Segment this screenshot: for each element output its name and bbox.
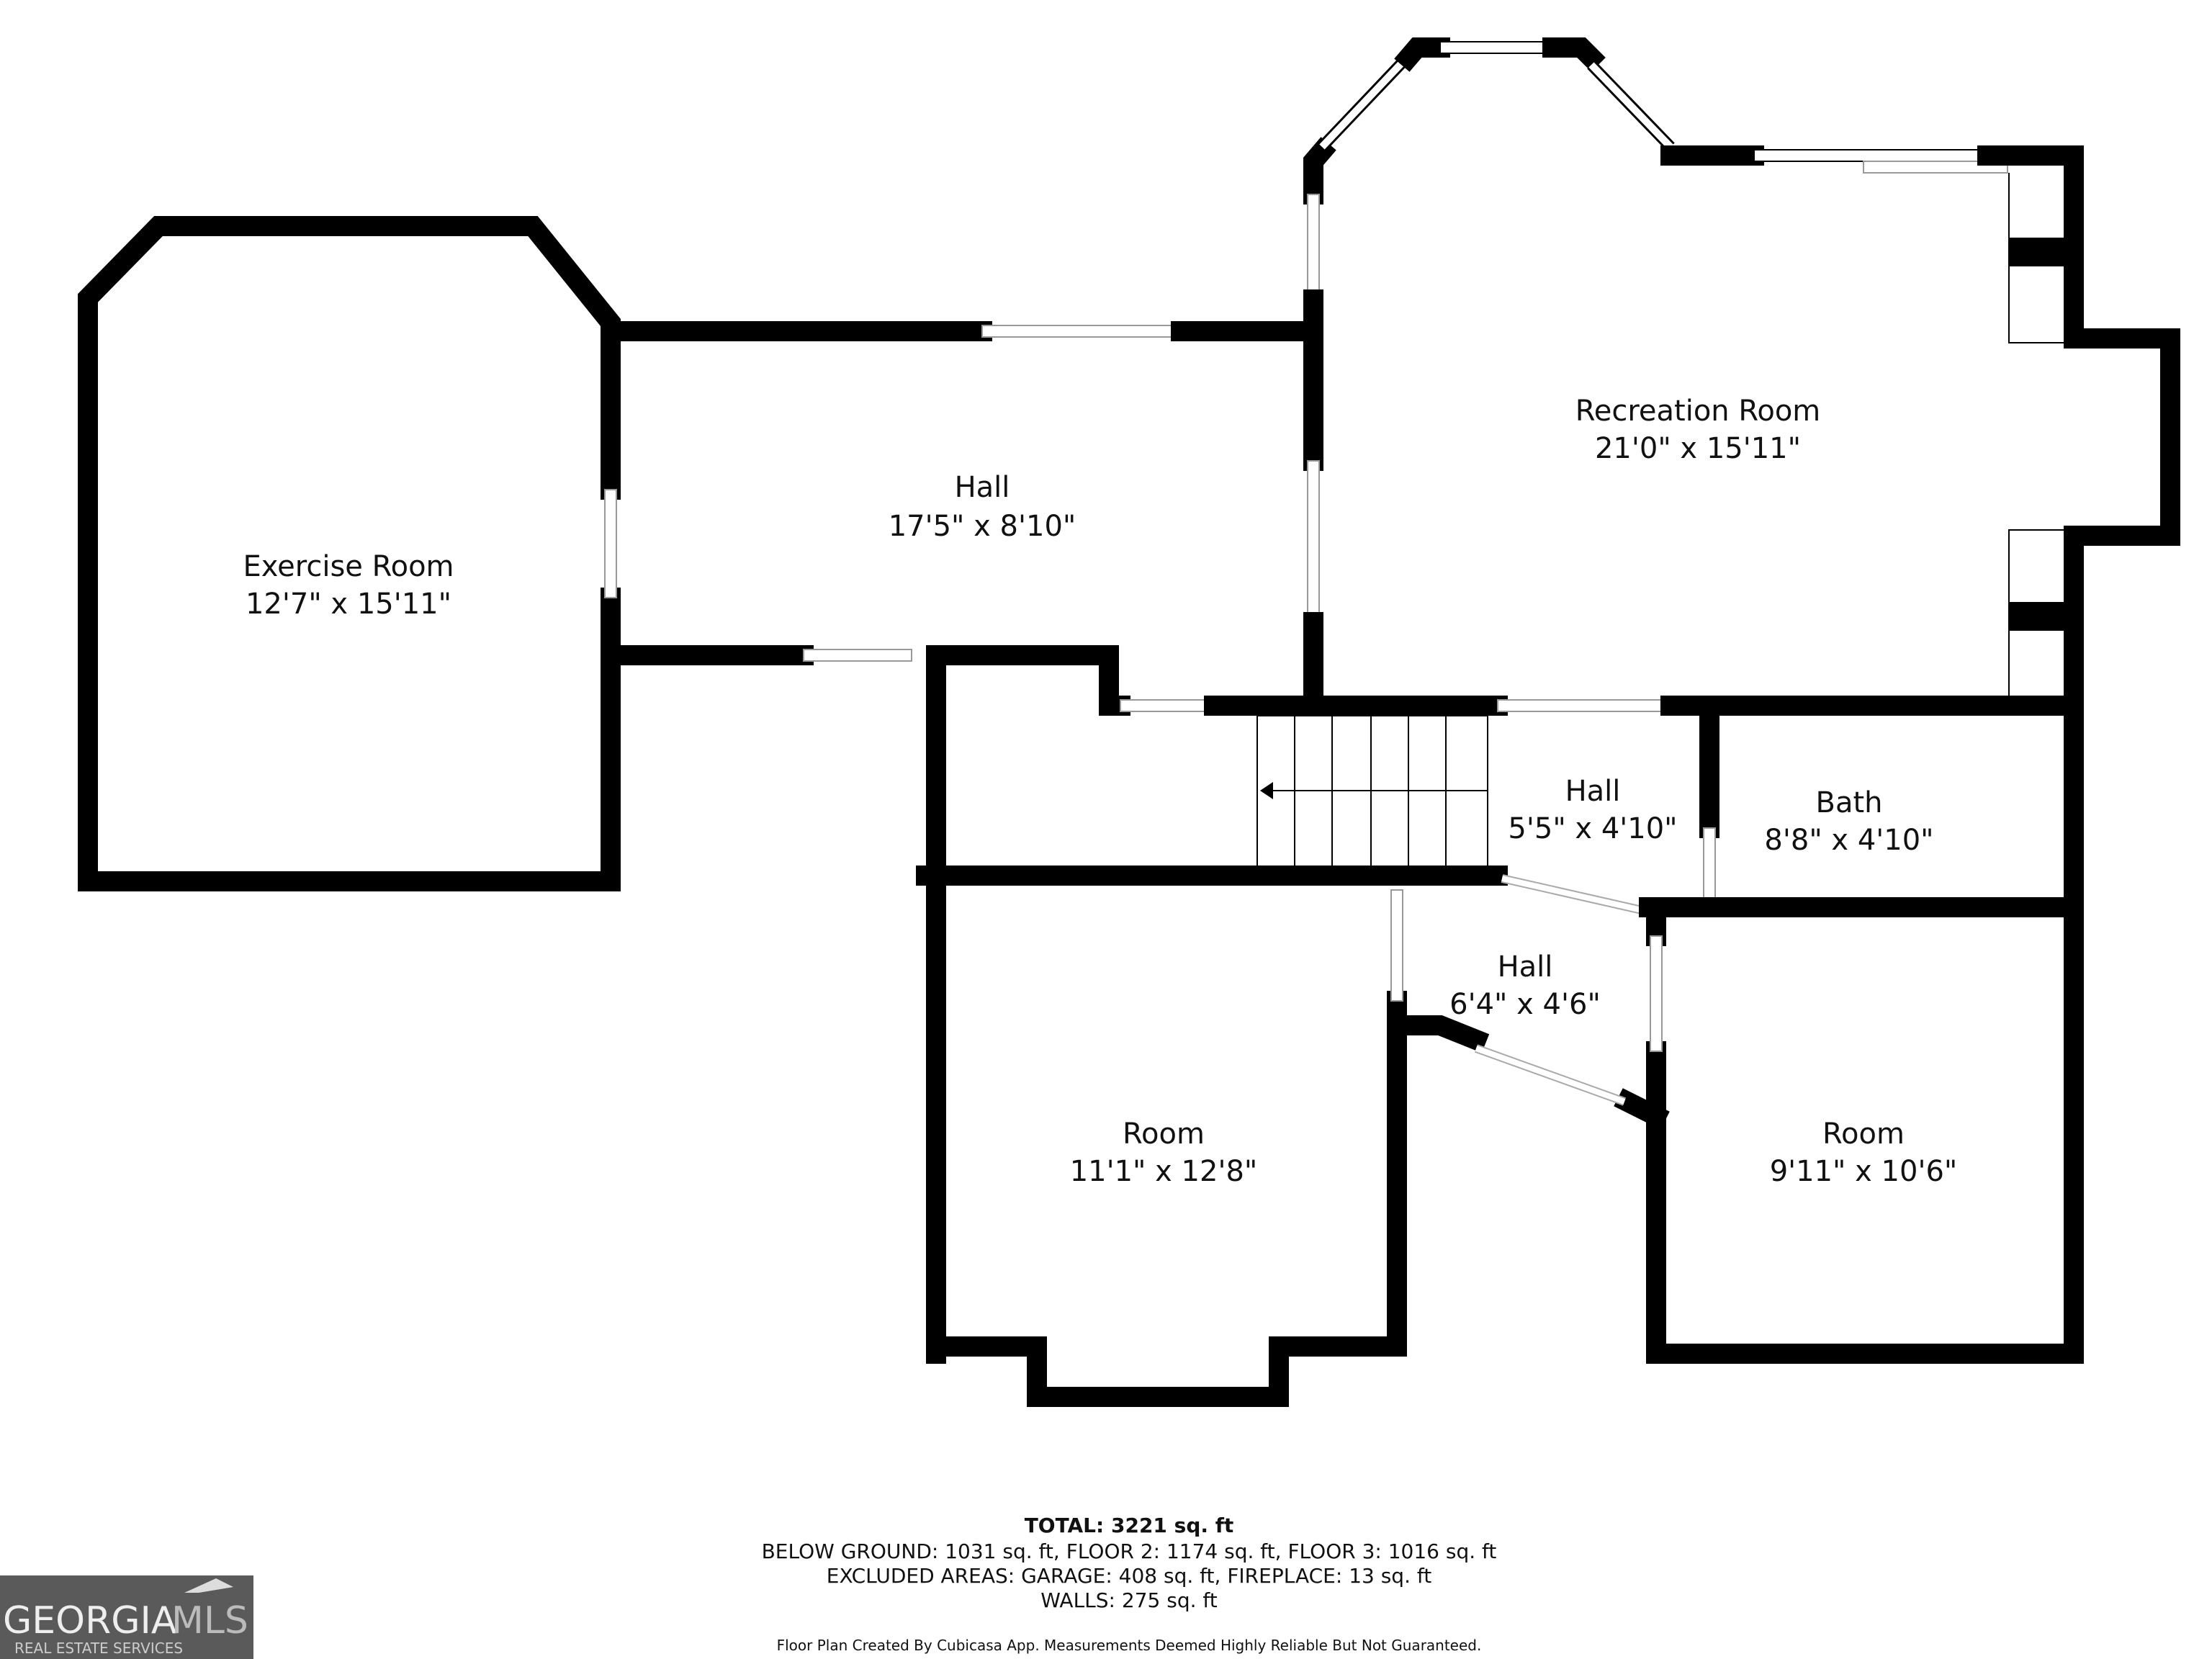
room-size: 17'5" x 8'10" xyxy=(889,510,1076,543)
logo-brand-b: MLS xyxy=(171,1599,248,1642)
room-size: 6'4" x 4'6" xyxy=(1449,988,1601,1021)
excluded-areas: EXCLUDED AREAS: GARAGE: 408 sq. ft, FIRE… xyxy=(827,1564,1432,1588)
room-name: Hall xyxy=(1498,950,1553,984)
room-name: Room xyxy=(1822,1118,1905,1151)
room-hall-lower: Hall 6'4" x 4'6" xyxy=(1449,950,1601,1021)
room-size: 9'11" x 10'6" xyxy=(1770,1155,1958,1188)
logo-tagline: REAL ESTATE SERVICES xyxy=(14,1640,183,1657)
georgia-mls-logo: GEORGIA MLS REAL ESTATE SERVICES xyxy=(0,1575,253,1659)
room-name: Exercise Room xyxy=(243,550,454,583)
room-right: Room 9'11" x 10'6" xyxy=(1770,1118,1958,1188)
disclaimer: Floor Plan Created By Cubicasa App. Meas… xyxy=(777,1637,1482,1654)
room-left: Room 11'1" x 12'8" xyxy=(1070,1118,1258,1188)
room-size: 8'8" x 4'10" xyxy=(1764,824,1933,857)
room-bath: Bath 8'8" x 4'10" xyxy=(1764,786,1933,857)
room-name: Hall xyxy=(1565,775,1621,808)
area-summary: TOTAL: 3221 sq. ft BELOW GROUND: 1031 sq… xyxy=(762,1514,1497,1654)
logo-brand-a: GEORGIA xyxy=(3,1599,177,1642)
walls-area: WALLS: 275 sq. ft xyxy=(1040,1588,1217,1612)
room-name: Room xyxy=(1123,1118,1205,1151)
room-name: Recreation Room xyxy=(1575,395,1821,428)
room-name: Hall xyxy=(955,471,1010,504)
walls xyxy=(78,37,2180,1407)
staircase xyxy=(1256,715,1488,872)
room-name: Bath xyxy=(1816,786,1883,819)
room-size: 12'7" x 15'11" xyxy=(246,588,451,621)
room-size: 21'0" x 15'11" xyxy=(1595,432,1801,465)
floor-areas: BELOW GROUND: 1031 sq. ft, FLOOR 2: 1174… xyxy=(762,1539,1497,1563)
room-exercise: Exercise Room 12'7" x 15'11" xyxy=(243,550,454,621)
room-size: 5'5" x 4'10" xyxy=(1508,812,1677,845)
room-hall-upper: Hall 5'5" x 4'10" xyxy=(1508,775,1677,845)
room-hall-main: Hall 17'5" x 8'10" xyxy=(889,471,1076,543)
room-size: 11'1" x 12'8" xyxy=(1070,1155,1258,1188)
room-recreation: Recreation Room 21'0" x 15'11" xyxy=(1575,395,1821,465)
total-area: TOTAL: 3221 sq. ft xyxy=(1025,1514,1234,1537)
